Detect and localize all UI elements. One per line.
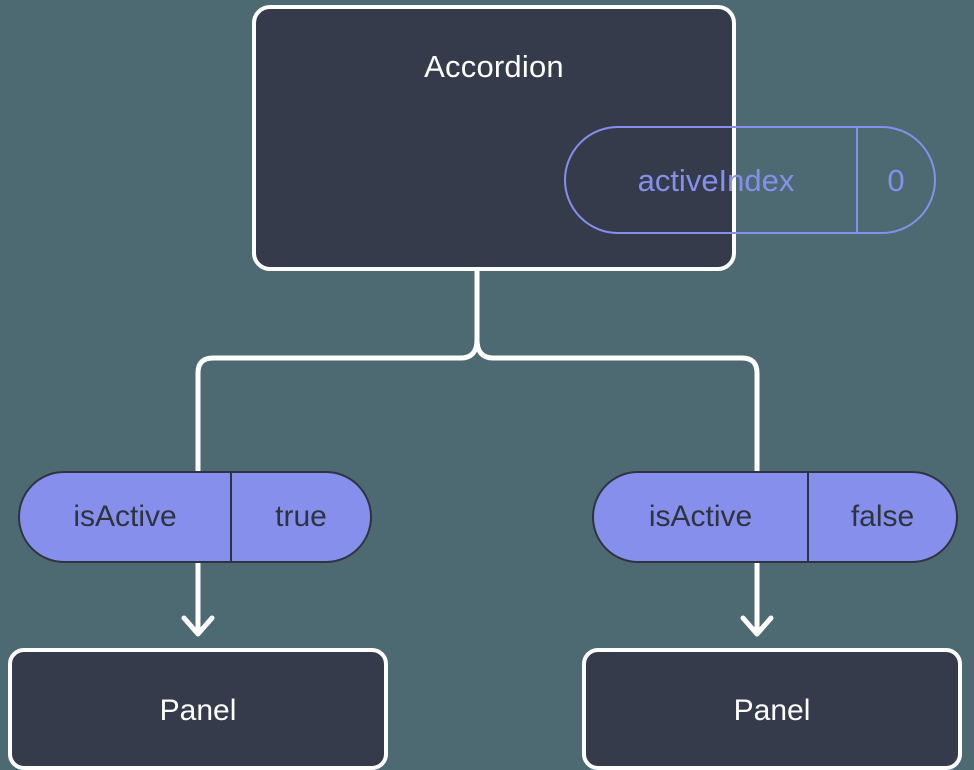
node-accordion[interactable]: Accordion activeIndex 0 [252, 5, 936, 271]
arrow-head-left-icon [181, 615, 215, 637]
node-accordion-title: Accordion [424, 49, 564, 84]
node-panel-left[interactable]: Panel [8, 648, 388, 770]
connector-fork-right [474, 339, 760, 471]
node-panel-left-title: Panel [159, 694, 237, 727]
state-pill-active-index-value: 0 [856, 128, 934, 232]
node-panel-right-title: Panel [733, 694, 811, 727]
node-panel-right[interactable]: Panel [582, 648, 962, 770]
prop-pill-is-active-false-key: isActive [648, 500, 753, 533]
prop-pill-is-active-true[interactable]: isActive true [18, 471, 372, 563]
prop-pill-is-active-false[interactable]: isActive false [592, 471, 958, 563]
connector-fork [195, 339, 480, 471]
state-pill-active-index-key: activeIndex [637, 162, 795, 198]
prop-pill-is-active-true-key: isActive [73, 500, 177, 533]
prop-pill-is-active-true-value: true [230, 473, 370, 561]
prop-pill-is-active-false-value: false [807, 473, 956, 561]
arrow-head-right-icon [740, 615, 774, 637]
state-pill-active-index[interactable]: activeIndex 0 [564, 126, 936, 234]
